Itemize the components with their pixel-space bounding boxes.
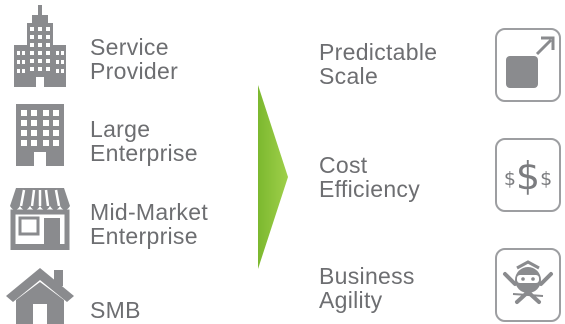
segment-label-line2: Provider (90, 58, 179, 84)
house-icon (6, 268, 74, 324)
segment-label-line1: Large (90, 116, 151, 142)
storefront-icon (10, 188, 70, 250)
benefit-label-business-agility: Business Agility (319, 264, 415, 312)
benefit-label-line2: Efficiency (319, 176, 421, 202)
benefit-label-line2: Agility (319, 287, 383, 313)
segment-label-service-provider: Service Provider (90, 35, 178, 83)
benefit-icon-box-cost: $$$ (495, 138, 561, 212)
dollar-signs-icon: $$$ (497, 154, 559, 198)
segment-label-large-enterprise: Large Enterprise (90, 117, 198, 165)
segment-label-line1: Service (90, 34, 169, 60)
dollar-small-left: $ (503, 168, 516, 190)
dollar-big: $ (515, 154, 541, 198)
benefit-label-line1: Predictable (319, 39, 438, 65)
benefit-label-line1: Business (319, 263, 415, 289)
segment-label-line2: Enterprise (90, 140, 198, 166)
office-building-icon (16, 104, 64, 166)
segment-label-smb: SMB (90, 298, 141, 322)
segment-label-mid-market: Mid-Market Enterprise (90, 200, 208, 248)
segment-label-line1: SMB (90, 297, 141, 323)
benefit-label-line1: Cost (319, 152, 368, 178)
benefit-icon-box-agility (495, 248, 561, 322)
dollar-small-right: $ (540, 168, 553, 190)
ninja-icon (503, 260, 553, 304)
benefit-label-predictable-scale: Predictable Scale (319, 40, 437, 88)
benefit-label-cost-efficiency: Cost Efficiency (319, 153, 420, 201)
benefit-label-line2: Scale (319, 63, 379, 89)
segment-label-line2: Enterprise (90, 223, 198, 249)
segment-label-line1: Mid-Market (90, 199, 209, 225)
skyscraper-icon (14, 5, 66, 87)
green-arrow-icon (258, 85, 288, 269)
benefit-icon-box-scale (495, 28, 561, 102)
scale-expand-icon (506, 36, 555, 88)
